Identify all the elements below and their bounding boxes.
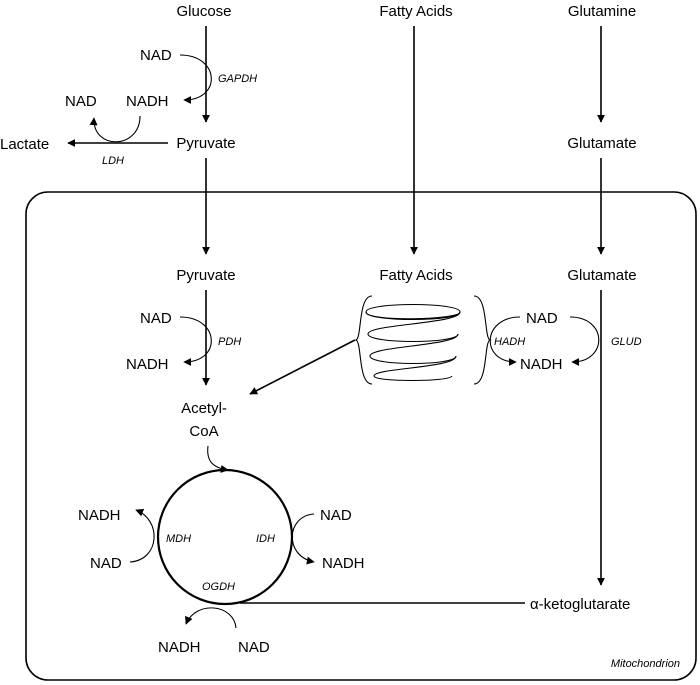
hadh-enzyme-label: HADH xyxy=(494,336,525,348)
acetylcoa-label-line2: CoA xyxy=(189,423,218,440)
pdh-enzyme-label: PDH xyxy=(218,336,241,348)
idh-cofactor-arrow xyxy=(291,513,315,565)
ogdh-nadh-label: NADH xyxy=(158,639,201,656)
pdh-cofactor-arrow xyxy=(179,316,212,366)
idh-nadh-label: NADH xyxy=(322,555,365,572)
mdh-cofactor-arrow xyxy=(129,508,155,563)
glutamate-mito-label: Glutamate xyxy=(567,267,636,284)
glutamate-cytosol-label: Glutamate xyxy=(567,135,636,152)
mitochondrion-compartment xyxy=(25,191,697,681)
beta-oxidation-left-brace xyxy=(354,295,373,385)
idh-enzyme-label: IDH xyxy=(256,533,275,545)
gapdh-nad-label: NAD xyxy=(140,47,172,64)
fatty-acid-to-acetylcoa-arrow xyxy=(249,339,356,395)
hadh-nadh-label: NADH xyxy=(520,356,563,373)
gapdh-nadh-label: NADH xyxy=(126,93,169,110)
pdh-nad-label: NAD xyxy=(140,310,172,327)
glutamine-label: Glutamine xyxy=(568,3,636,20)
idh-nad-label: NAD xyxy=(320,507,352,524)
acetylcoa-label-line1: Acetyl- xyxy=(181,400,227,417)
acetylcoa-entry-arrow xyxy=(207,445,229,473)
alpha-ketoglutarate-label: α-ketoglutarate xyxy=(530,596,630,613)
ogdh-enzyme-label: OGDH xyxy=(202,581,235,593)
pyruvate-cytosol-label: Pyruvate xyxy=(176,135,235,152)
glucose-label: Glucose xyxy=(176,3,231,20)
ogdh-nad-label: NAD xyxy=(238,639,270,656)
mdh-nadh-label: NADH xyxy=(78,507,121,524)
ldh-nad-label: NAD xyxy=(65,93,97,110)
mdh-nad-label: NAD xyxy=(90,555,122,572)
pyruvate-mito-label: Pyruvate xyxy=(176,267,235,284)
beta-oxidation-spiral xyxy=(365,304,461,382)
ldh-cofactor-arrow xyxy=(89,115,141,143)
glud-cofactor-arrow xyxy=(569,316,600,366)
gapdh-cofactor-arrow xyxy=(179,54,212,104)
pdh-nadh-label: NADH xyxy=(126,356,169,373)
mitochondrion-label: Mitochondrion xyxy=(611,658,680,670)
ogdh-cofactor-arrow xyxy=(185,607,237,629)
hadh-cofactor-arrow xyxy=(489,316,521,366)
fatty-acids-mito-label: Fatty Acids xyxy=(379,267,452,284)
mdh-enzyme-label: MDH xyxy=(166,533,191,545)
hadh-nad-label: NAD xyxy=(526,310,558,327)
fatty-acids-top-label: Fatty Acids xyxy=(379,3,452,20)
beta-oxidation-right-brace xyxy=(473,295,492,385)
lactate-label: Lactate xyxy=(0,136,49,153)
glud-enzyme-label: GLUD xyxy=(611,336,642,348)
ldh-enzyme-label: LDH xyxy=(102,155,124,167)
gapdh-enzyme-label: GAPDH xyxy=(218,73,257,85)
